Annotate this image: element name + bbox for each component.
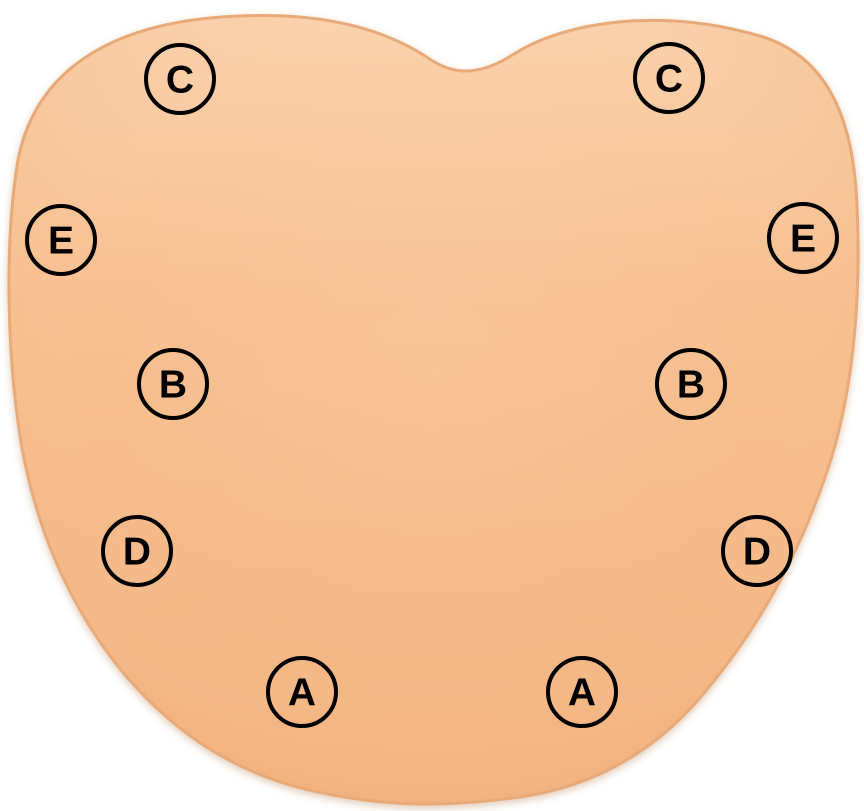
marker-label: E: [48, 220, 74, 263]
heart-highlight: [9, 16, 858, 804]
marker-label: B: [677, 364, 705, 407]
marker-label: C: [655, 58, 683, 101]
marker-label: B: [159, 364, 187, 407]
marker-label: A: [568, 672, 596, 715]
marker-label: C: [166, 59, 194, 102]
heart-shape: [9, 16, 858, 804]
marker-label: A: [288, 672, 316, 715]
marker-label: D: [743, 531, 771, 574]
marker-label: D: [123, 531, 151, 574]
marker-label: E: [790, 218, 816, 261]
